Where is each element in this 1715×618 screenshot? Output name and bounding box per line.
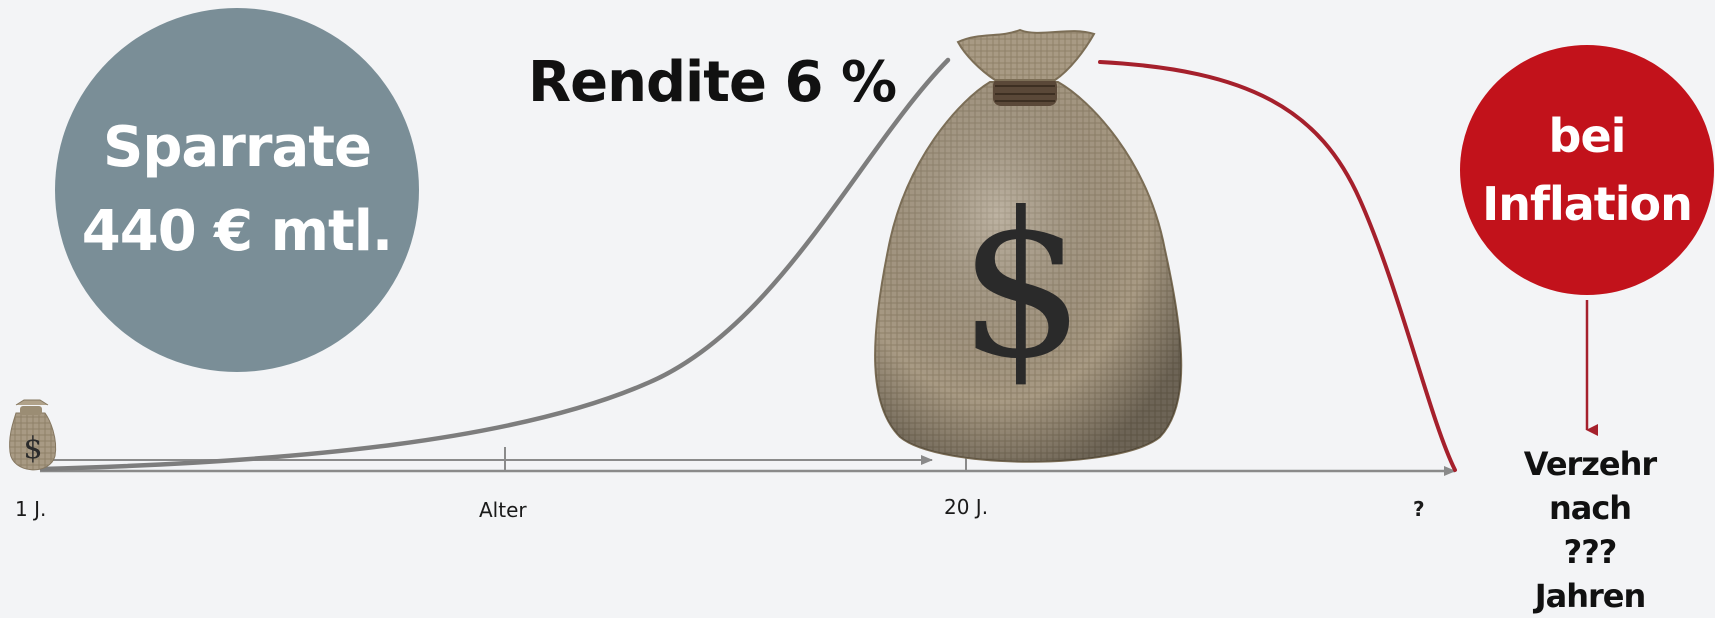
savings-rate-circle: Sparrate 440 € mtl.: [55, 8, 419, 372]
consumption-line: Jahren: [1534, 577, 1647, 615]
inflation-line1: bei: [1548, 109, 1627, 163]
inflation-line2: Inflation: [1482, 177, 1693, 231]
growth-curve: [39, 57, 951, 472]
savings-rate-amount: 440 € mtl.: [81, 199, 393, 264]
consumption-line: Verzehr: [1523, 445, 1657, 483]
svg-text:$: $: [23, 431, 42, 466]
age-label: Alter: [479, 498, 527, 522]
peak-label: 20 J.: [944, 495, 989, 519]
svg-text:$: $: [958, 170, 1085, 403]
decline-curve: [1098, 60, 1457, 472]
end-label: ?: [1413, 497, 1425, 521]
inflation-circle: bei Inflation: [1460, 45, 1714, 295]
dollar-money-bag: $: [874, 28, 1183, 463]
consumption-text: Verzehr nach ??? Jahren: [1505, 442, 1675, 618]
consumption-line: ???: [1563, 533, 1618, 571]
savings-rate-title: Sparrate: [103, 115, 372, 180]
start-label: 1 J.: [15, 497, 47, 521]
consumption-line: nach: [1548, 489, 1632, 527]
money-bag-icon: $: [9, 399, 57, 471]
return-label: Rendite 6 %: [528, 50, 897, 115]
